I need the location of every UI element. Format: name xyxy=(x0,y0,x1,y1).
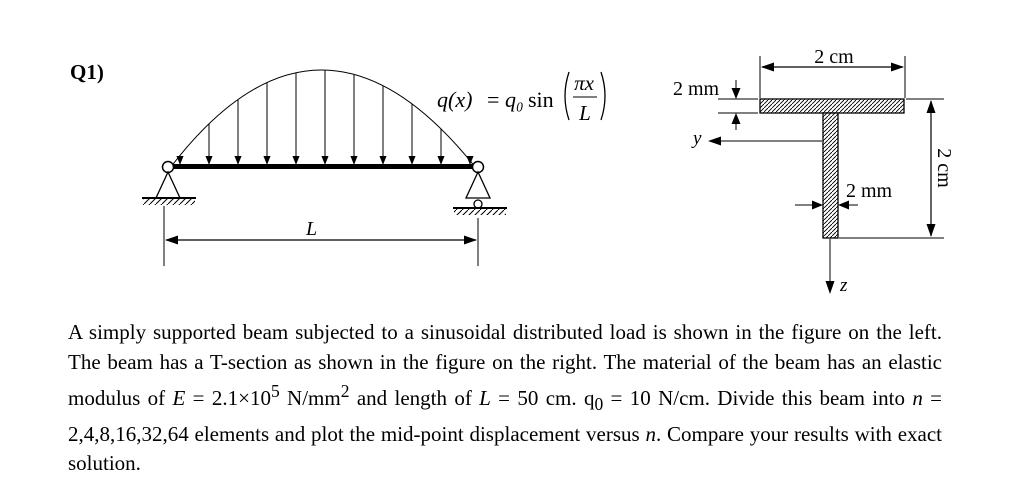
t-section-figure: 2 cm 2 mm 2 mm 2 cm y z xyxy=(673,46,955,296)
load-equation-equals: = xyxy=(487,87,499,112)
length-dimension xyxy=(163,206,479,266)
load-equation-lhs: q(x) xyxy=(437,87,472,112)
problem-statement: A simply supported beam subjected to a s… xyxy=(68,318,942,479)
sinusoidal-load-curve xyxy=(169,69,477,169)
z-axis-label: z xyxy=(839,275,848,296)
elastic-modulus-exponent: 5 xyxy=(270,381,280,401)
right-roller-support xyxy=(453,160,507,215)
flange-thickness-label: 2 mm xyxy=(673,78,720,100)
element-count-symbol: n xyxy=(645,421,656,446)
elastic-modulus-symbol: E xyxy=(172,386,186,410)
question-label: Q1) xyxy=(70,60,104,84)
length-label: L xyxy=(305,218,317,240)
load-equation-sin: sin xyxy=(528,87,554,112)
problem-text-part: and length of xyxy=(349,386,480,410)
web xyxy=(822,112,839,239)
element-count-symbol: n xyxy=(912,386,923,410)
problem-text-part: A simply supported beam subjected to a s… xyxy=(68,320,942,410)
problem-text-part: . Compare your results with exact soluti… xyxy=(68,421,942,476)
length-symbol: L xyxy=(479,386,491,410)
beam xyxy=(170,164,476,169)
left-pin-support xyxy=(142,160,196,205)
load-arrows xyxy=(176,70,474,165)
left-paren xyxy=(564,71,570,121)
elastic-modulus-value: = 2.1×10 xyxy=(185,386,271,410)
figures: Q1) L q(x) xyxy=(70,46,955,296)
beam-figure: L q(x) = q₀ sin πx L xyxy=(142,69,606,266)
flange xyxy=(759,98,905,114)
load-equation-q0: q₀ xyxy=(505,87,524,112)
load-equation-denominator: L xyxy=(578,101,591,125)
right-paren xyxy=(600,71,606,121)
load-value: = 10 N/cm. Divide this beam into xyxy=(603,386,913,410)
web-thickness-label: 2 mm xyxy=(846,180,893,202)
total-height-label: 2 cm xyxy=(933,148,955,188)
unit-exponent: 2 xyxy=(340,381,350,401)
load-equation: q(x) = q₀ sin πx L xyxy=(437,71,606,125)
load-equation-numerator: πx xyxy=(574,71,595,95)
load-subscript: 0 xyxy=(594,394,604,415)
flange-width-label: 2 cm xyxy=(814,46,854,68)
length-value: = 50 cm. q xyxy=(490,386,595,410)
y-axis-label: y xyxy=(691,128,702,149)
element-count-values: = 2,4,8,16,32,64 elements and plot the m… xyxy=(68,386,943,446)
elastic-modulus-unit: N/mm xyxy=(279,386,341,410)
